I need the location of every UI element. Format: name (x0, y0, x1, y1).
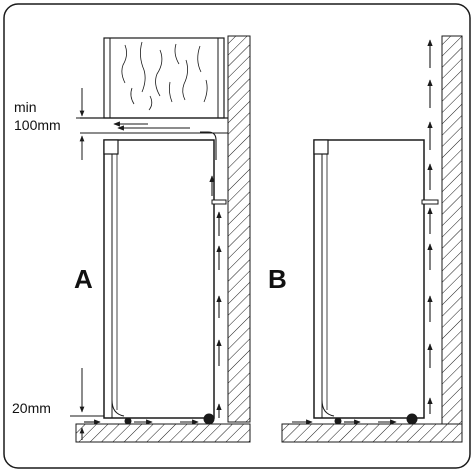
wall-a (227, 35, 251, 423)
floor-a (75, 423, 251, 443)
foot-rear-a (203, 413, 215, 425)
label-panel-a: A (74, 264, 93, 294)
foot-rear-b (406, 413, 418, 425)
wall-b (441, 35, 463, 425)
label-panel-b: B (268, 264, 287, 294)
panel-b: B (268, 35, 463, 443)
foot-front-a (124, 417, 132, 425)
label-clearance-top: 100mm (14, 117, 61, 133)
appliance-a (103, 139, 215, 419)
appliance-b (313, 139, 425, 419)
floor-b (281, 423, 463, 443)
foot-front-b (334, 417, 342, 425)
wall-cabinet (103, 37, 225, 119)
dimension-top (76, 88, 104, 160)
wood-grain-pattern (121, 41, 208, 111)
dimension-bottom (70, 368, 104, 440)
label-min: min (14, 99, 37, 115)
outer-frame (3, 3, 471, 469)
label-clearance-bottom: 20mm (12, 400, 51, 416)
airflow-arrows-b (292, 39, 433, 425)
airflow-arrows-a (84, 121, 222, 425)
panel-a: min 100mm 20mm A (12, 35, 251, 443)
